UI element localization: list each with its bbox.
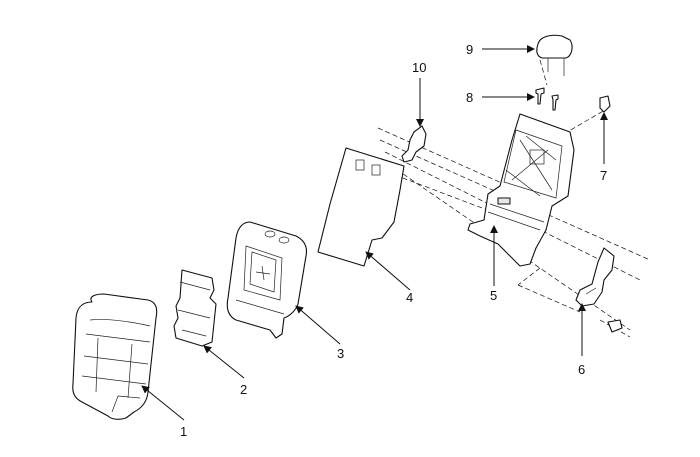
headrest bbox=[536, 34, 573, 76]
callout-7: 7 bbox=[600, 168, 607, 183]
callout-1: 1 bbox=[180, 424, 187, 439]
seatback-foam bbox=[226, 221, 308, 339]
callout-6: 6 bbox=[578, 362, 585, 377]
seatback-pad bbox=[173, 269, 217, 347]
callout-9: 9 bbox=[466, 42, 473, 57]
clip bbox=[599, 95, 611, 113]
callout-5: 5 bbox=[490, 288, 497, 303]
callout-10: 10 bbox=[412, 60, 426, 75]
back-panel bbox=[317, 147, 405, 267]
leader-lines bbox=[141, 45, 608, 421]
callout-2: 2 bbox=[240, 382, 247, 397]
bolts bbox=[535, 87, 559, 111]
callout-labels: 1 2 3 4 5 6 7 8 9 10 bbox=[180, 42, 607, 439]
callout-4: 4 bbox=[406, 290, 413, 305]
hinge-bracket bbox=[575, 247, 623, 333]
latch-bracket bbox=[401, 125, 427, 163]
seatback-frame bbox=[467, 113, 575, 267]
callout-8: 8 bbox=[466, 90, 473, 105]
seatback-cover bbox=[72, 293, 158, 420]
callout-3: 3 bbox=[337, 346, 344, 361]
